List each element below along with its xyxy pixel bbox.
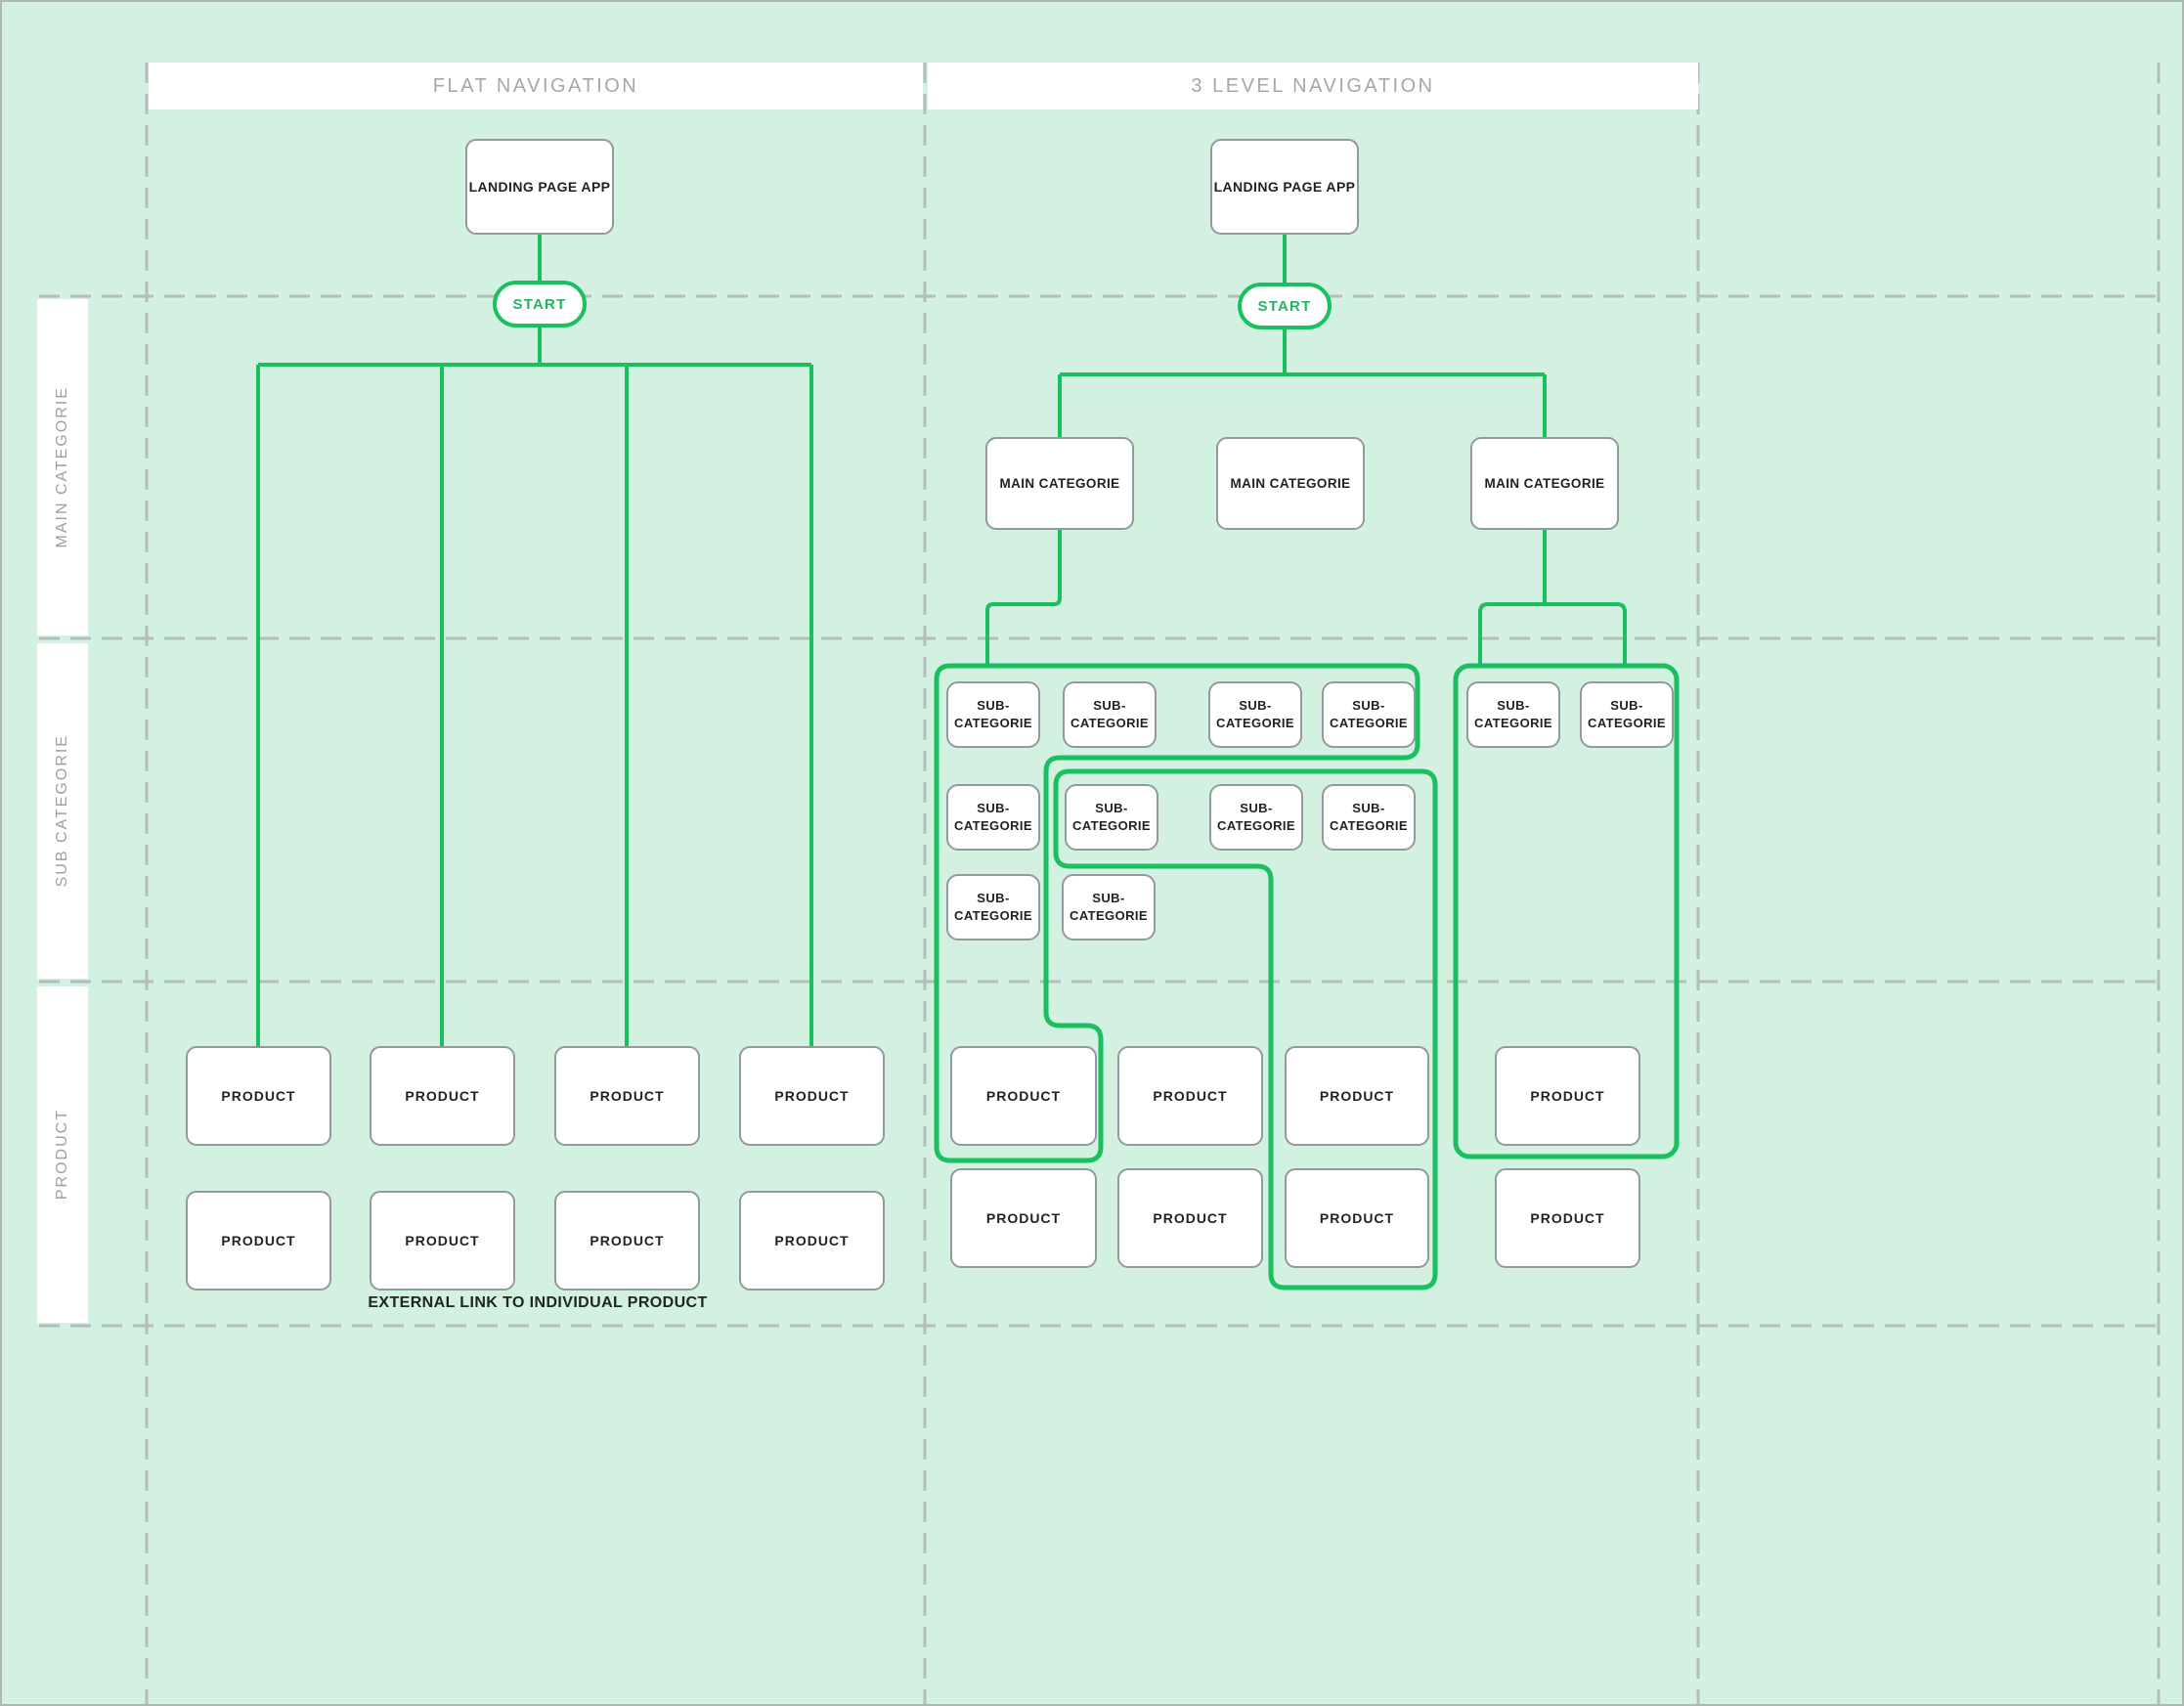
- three-level-product-node[interactable]: PRODUCT: [1495, 1168, 1640, 1268]
- main-categorie-node[interactable]: MAIN CATEGORIE: [1470, 437, 1619, 530]
- flat-landing-page-node[interactable]: LANDING PAGE APP: [465, 139, 614, 235]
- group-d-outline: [1453, 663, 1680, 1159]
- flat-product-node[interactable]: PRODUCT: [554, 1191, 700, 1290]
- sub-categorie-node[interactable]: SUB- CATEGORIE: [946, 874, 1040, 940]
- flat-product-node[interactable]: PRODUCT: [739, 1191, 885, 1290]
- three-level-product-node[interactable]: PRODUCT: [1117, 1046, 1263, 1146]
- sub-categorie-node[interactable]: SUB- CATEGORIE: [1065, 784, 1158, 851]
- flat-product-node[interactable]: PRODUCT: [554, 1046, 700, 1146]
- connector: [1478, 602, 1627, 666]
- three-level-product-node[interactable]: PRODUCT: [1117, 1168, 1263, 1268]
- group-a-outline: [934, 663, 1420, 1163]
- three-level-start-node[interactable]: START: [1238, 283, 1332, 329]
- three-level-product-node[interactable]: PRODUCT: [1285, 1046, 1429, 1146]
- sub-categorie-node[interactable]: SUB- CATEGORIE: [946, 784, 1040, 851]
- sub-categorie-node[interactable]: SUB- CATEGORIE: [1580, 681, 1674, 748]
- flat-tree-connectors: [256, 235, 813, 1046]
- row-label-main-categorie-text: MAIN CATEGORIE: [54, 386, 70, 548]
- three-level-navigation-header: 3 LEVEL NAVIGATION: [928, 63, 1698, 109]
- sub-categorie-node[interactable]: SUB- CATEGORIE: [1466, 681, 1560, 748]
- sub-categorie-node[interactable]: SUB- CATEGORIE: [1209, 784, 1303, 851]
- three-level-product-node[interactable]: PRODUCT: [1495, 1046, 1640, 1146]
- external-link-caption: EXTERNAL LINK TO INDIVIDUAL PRODUCT: [368, 1294, 708, 1311]
- sub-categorie-node[interactable]: SUB- CATEGORIE: [1063, 681, 1157, 748]
- flat-start-node[interactable]: START: [493, 281, 587, 328]
- sub-categorie-node[interactable]: SUB- CATEGORIE: [1208, 681, 1302, 748]
- group-b-outline: [1053, 768, 1438, 1290]
- sub-categorie-node[interactable]: SUB- CATEGORIE: [1062, 874, 1156, 940]
- flat-product-node[interactable]: PRODUCT: [186, 1191, 331, 1290]
- flat-product-node[interactable]: PRODUCT: [739, 1046, 885, 1146]
- flat-navigation-header-label: FLAT NAVIGATION: [432, 74, 639, 97]
- main-categorie-node[interactable]: MAIN CATEGORIE: [985, 437, 1134, 530]
- flat-product-node[interactable]: PRODUCT: [370, 1191, 515, 1290]
- three-level-landing-page-node[interactable]: LANDING PAGE APP: [1210, 139, 1359, 235]
- sub-categorie-node[interactable]: SUB- CATEGORIE: [1322, 681, 1416, 748]
- sub-categorie-node[interactable]: SUB- CATEGORIE: [946, 681, 1040, 748]
- row-label-sub-categorie: SUB CATEGORIE: [37, 643, 88, 979]
- grid-lines: [39, 63, 2161, 1704]
- main-categorie-node[interactable]: MAIN CATEGORIE: [1216, 437, 1365, 530]
- row-label-sub-categorie-text: SUB CATEGORIE: [54, 734, 70, 888]
- row-label-product-text: PRODUCT: [54, 1109, 70, 1201]
- three-level-product-node[interactable]: PRODUCT: [1285, 1168, 1429, 1268]
- three-level-product-node[interactable]: PRODUCT: [950, 1168, 1097, 1268]
- connector: [985, 530, 1062, 665]
- three-level-product-node[interactable]: PRODUCT: [950, 1046, 1097, 1146]
- flat-navigation-header: FLAT NAVIGATION: [149, 63, 923, 109]
- flat-product-node[interactable]: PRODUCT: [370, 1046, 515, 1146]
- row-label-main-categorie: MAIN CATEGORIE: [37, 299, 88, 635]
- row-label-product: PRODUCT: [37, 986, 88, 1323]
- three-level-tree-connectors: [985, 235, 1627, 666]
- sub-categorie-node[interactable]: SUB- CATEGORIE: [1322, 784, 1416, 851]
- flat-product-node[interactable]: PRODUCT: [186, 1046, 331, 1146]
- three-level-navigation-header-label: 3 LEVEL NAVIGATION: [1191, 74, 1435, 97]
